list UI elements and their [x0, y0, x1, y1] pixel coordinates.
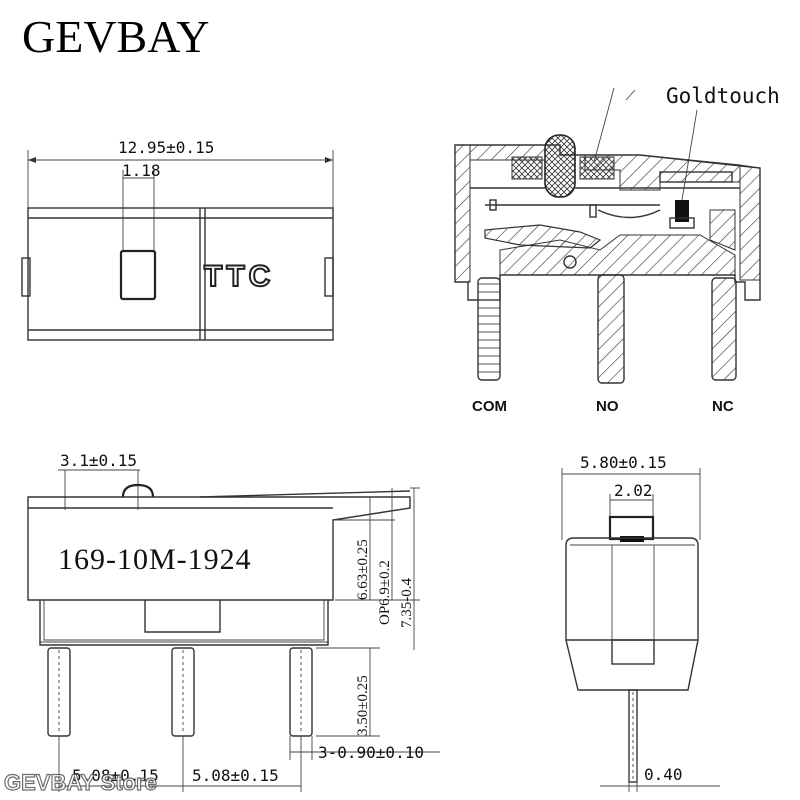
end-view: 5.80±0.15 2.02 0.40 — [561, 453, 720, 792]
button-dimension: 1.18 — [122, 161, 161, 180]
operating-position-dimension: OP6.9±0.2 — [377, 560, 393, 625]
plunger-width-dimension: 2.02 — [614, 481, 653, 500]
pin-nc-section — [711, 277, 737, 381]
end-pin — [628, 689, 638, 783]
switch-body-side — [27, 496, 411, 601]
total-height-dimension: 7.35-0.4 — [399, 578, 415, 628]
cross-section-view: Goldtouch COM — [454, 84, 780, 415]
pin-diameter-dimension: 3-0.90±0.10 — [318, 743, 424, 762]
button-top — [119, 249, 157, 301]
body-height-dimension: 6.63±0.25 — [355, 539, 371, 600]
body-width-dimension: 5.80±0.15 — [580, 453, 667, 472]
pin-pitch-1-dimension: 5.08±0.15 — [72, 766, 159, 785]
actuator-offset-dimension: 3.1±0.15 — [60, 451, 137, 470]
pin-no-section — [597, 274, 625, 384]
goldtouch-contact — [675, 200, 689, 222]
pin-pitch-2-dimension: 5.08±0.15 — [192, 766, 279, 785]
ttc-logo: TTC — [204, 260, 274, 293]
side-view: 3.1±0.15 169-10M-1924 6.63±0.25 OP6.9±0.… — [27, 451, 440, 792]
plunger-end — [608, 515, 655, 541]
width-dimension: 12.95±0.15 — [118, 138, 214, 157]
pin-label-com: COM — [472, 398, 507, 415]
brand-title: GEVBAY — [22, 11, 209, 62]
pin-label-no: NO — [596, 398, 619, 415]
switch-body-end — [565, 537, 699, 691]
store-watermark: GEVBAY Store — [4, 770, 157, 795]
pin-com-section — [477, 277, 501, 381]
pin-length-dimension: 3.50±0.25 — [355, 675, 371, 736]
pin-label-nc: NC — [712, 398, 734, 415]
plunger-section — [544, 134, 576, 198]
pin-thickness-dimension: 0.40 — [644, 765, 683, 784]
top-view: 12.95±0.15 1.18 TTC — [21, 138, 334, 341]
goldtouch-label: Goldtouch — [666, 84, 780, 108]
part-number: 169-10M-1924 — [58, 543, 252, 576]
moving-blade — [484, 224, 602, 249]
switch-body-top — [27, 207, 334, 341]
